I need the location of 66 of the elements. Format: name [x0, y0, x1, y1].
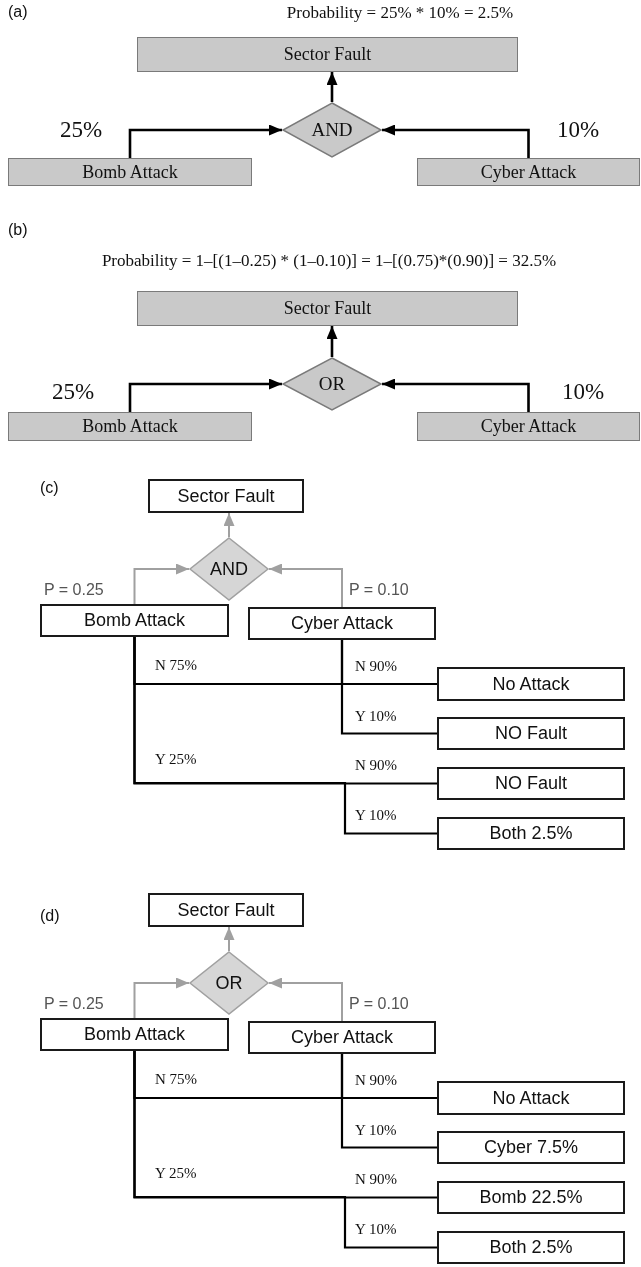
event-box: Bomb Attack — [40, 604, 229, 637]
branch-label: Y 10% — [355, 806, 397, 824]
branch-label: N 90% — [355, 756, 398, 774]
probability-label: P = 0.10 — [349, 580, 409, 600]
event-box: Sector Fault — [137, 37, 518, 72]
event-box: NO Fault — [437, 717, 625, 750]
logic-gate-diamond: OR — [189, 951, 269, 1015]
branch-line — [340, 1054, 437, 1149]
branch-label: N 75% — [155, 656, 198, 674]
arrow — [382, 124, 530, 158]
panel-label: (c) — [40, 478, 59, 498]
branch-label: N 90% — [355, 1071, 398, 1089]
arrow — [128, 124, 282, 158]
branch-label: N 90% — [355, 1170, 398, 1188]
panel-label: (b) — [8, 220, 28, 240]
event-box: Bomb 22.5% — [437, 1181, 625, 1214]
probability-label: P = 0.25 — [44, 580, 104, 600]
arrow — [223, 512, 235, 538]
arrow — [326, 72, 338, 102]
event-box: Bomb Attack — [8, 412, 252, 441]
probability-label: 10% — [562, 378, 605, 406]
event-box: Cyber 7.5% — [437, 1131, 625, 1164]
branch-line — [340, 640, 437, 735]
event-box: Both 2.5% — [437, 1231, 625, 1264]
branch-line — [133, 1051, 437, 1249]
arrow — [326, 326, 338, 357]
arrow — [268, 977, 343, 1022]
event-box: Cyber Attack — [248, 607, 436, 640]
probability-label: 25% — [60, 116, 103, 144]
logic-gate-diamond: AND — [189, 537, 269, 601]
event-box: Cyber Attack — [248, 1021, 436, 1054]
event-box: Both 2.5% — [437, 817, 625, 850]
branch-label: Y 10% — [355, 1121, 397, 1139]
event-box: Bomb Attack — [40, 1018, 229, 1051]
event-box: Sector Fault — [148, 893, 304, 927]
panel-label: (a) — [8, 2, 28, 22]
event-box: Sector Fault — [137, 291, 518, 326]
event-box: No Attack — [437, 1081, 625, 1115]
probability-label: P = 0.10 — [349, 994, 409, 1014]
arrow — [133, 977, 190, 1019]
event-box: NO Fault — [437, 767, 625, 800]
branch-label: Y 25% — [155, 750, 197, 768]
probability-label: 10% — [557, 116, 600, 144]
branch-line — [133, 637, 437, 835]
event-box: Cyber Attack — [417, 412, 640, 441]
probability-label: P = 0.25 — [44, 994, 104, 1014]
event-box: Bomb Attack — [8, 158, 252, 186]
event-box: No Attack — [437, 667, 625, 701]
branch-label: Y 25% — [155, 1164, 197, 1182]
probability-label: 25% — [52, 378, 95, 406]
branch-label: N 90% — [355, 657, 398, 675]
arrow — [223, 926, 235, 952]
logic-gate-diamond: AND — [282, 102, 382, 158]
event-box: Sector Fault — [148, 479, 304, 513]
arrow — [133, 563, 190, 605]
arrow — [382, 378, 530, 412]
branch-label: N 75% — [155, 1070, 198, 1088]
arrow — [268, 563, 343, 608]
arrow — [128, 378, 282, 412]
logic-gate-diamond: OR — [282, 357, 382, 411]
probability-formula: Probability = 1–[(1–0.25) * (1–0.10)] = 1–[(0.75)*(0.90)] = 32.5% — [101, 251, 557, 272]
probability-formula: Probability = 25% * 10% = 2.5% — [286, 3, 514, 24]
branch-label: Y 10% — [355, 707, 397, 725]
branch-label: Y 10% — [355, 1220, 397, 1238]
event-box: Cyber Attack — [417, 158, 640, 186]
panel-label: (d) — [40, 906, 60, 926]
